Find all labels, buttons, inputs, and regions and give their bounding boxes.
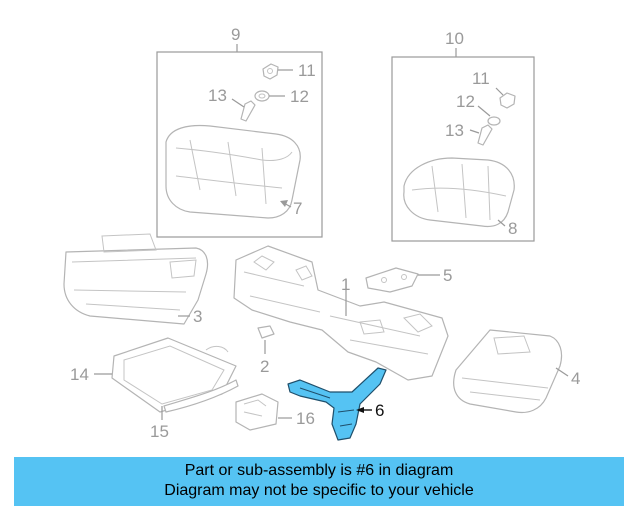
part-5-bracket bbox=[365, 267, 419, 293]
callout-7: 7 bbox=[293, 199, 302, 218]
callout-2: 2 bbox=[260, 357, 269, 376]
callout-11-right: 11 bbox=[472, 69, 490, 88]
callout-3: 3 bbox=[193, 307, 202, 326]
callout-14: 14 bbox=[70, 365, 89, 384]
part-3-seat-frame-left bbox=[63, 233, 209, 325]
callout-6: 6 bbox=[375, 401, 384, 420]
part-7-seat-cushion bbox=[165, 124, 301, 219]
callout-4: 4 bbox=[571, 369, 580, 388]
info-banner: Part or sub-assembly is #6 in diagram Di… bbox=[14, 457, 624, 506]
arrow-7 bbox=[280, 200, 288, 207]
parts-diagram-svg: 9 10 11 12 13 7 11 12 bbox=[63, 25, 580, 441]
part-12-right-grommet bbox=[487, 116, 501, 126]
part-2-clip bbox=[257, 325, 275, 339]
callout-15: 15 bbox=[150, 422, 169, 441]
callout-10: 10 bbox=[445, 29, 464, 48]
callout-13-right: 13 bbox=[445, 121, 464, 140]
part-14-15-seat-mat bbox=[111, 337, 239, 413]
parts-diagram: 9 10 11 12 13 7 11 12 bbox=[63, 25, 580, 441]
callout-5: 5 bbox=[443, 266, 452, 285]
part-11-right-clip bbox=[499, 92, 516, 109]
part-11-left-clip bbox=[262, 63, 279, 80]
callout-8: 8 bbox=[508, 219, 517, 238]
part-4-seat-frame-right bbox=[453, 329, 563, 414]
banner-line-2: Diagram may not be specific to your vehi… bbox=[164, 482, 474, 499]
part-16-connector bbox=[235, 393, 279, 431]
banner-line-1: Part or sub-assembly is #6 in diagram bbox=[184, 462, 454, 479]
part-1-center-frame bbox=[233, 245, 449, 381]
part-13-right-bolt bbox=[477, 124, 493, 146]
group-box-9 bbox=[156, 51, 323, 238]
part-12-left-grommet bbox=[254, 90, 270, 102]
callout-16: 16 bbox=[296, 409, 315, 428]
callout-12-right: 12 bbox=[456, 92, 475, 111]
part-6-bracket-highlighted bbox=[287, 367, 387, 441]
part-8-seat-cushion bbox=[403, 157, 515, 228]
callout-1: 1 bbox=[341, 275, 350, 294]
arrow-6 bbox=[356, 407, 364, 413]
callout-13-left: 13 bbox=[208, 86, 227, 105]
callout-11-left: 11 bbox=[298, 61, 316, 80]
callout-12-left: 12 bbox=[290, 87, 309, 106]
part-13-left-bolt bbox=[240, 100, 256, 122]
callout-9: 9 bbox=[231, 25, 240, 44]
group-box-10 bbox=[391, 56, 535, 242]
